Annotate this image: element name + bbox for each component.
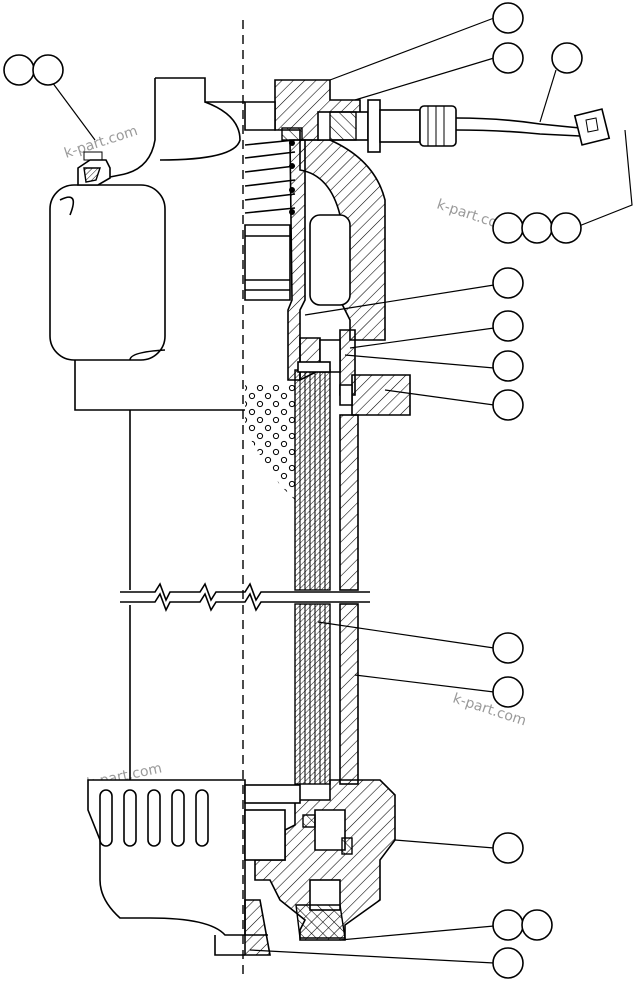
outer-tube bbox=[339, 414, 359, 785]
callout-low-1 bbox=[492, 632, 524, 664]
watermark-1: k-part.com bbox=[62, 123, 139, 162]
callout-bottom-1 bbox=[492, 947, 524, 979]
callout-bottom-pair bbox=[492, 909, 553, 941]
spring-stack bbox=[244, 139, 296, 301]
callout-top-3 bbox=[551, 42, 583, 74]
head-section bbox=[244, 79, 386, 341]
callout-mid-1 bbox=[492, 267, 524, 299]
callout-mid-4 bbox=[492, 389, 524, 421]
break-lines bbox=[120, 582, 370, 612]
bleed-screw bbox=[77, 151, 111, 186]
bottom-section bbox=[244, 779, 396, 956]
callout-top-1 bbox=[492, 2, 524, 34]
callout-top-2 bbox=[492, 42, 524, 74]
piston-rod bbox=[294, 361, 331, 785]
fluid-region bbox=[245, 385, 295, 500]
callout-mid-3 bbox=[492, 350, 524, 382]
callout-low-2 bbox=[492, 676, 524, 708]
head-external-view bbox=[49, 77, 245, 780]
callout-right-triple bbox=[492, 212, 582, 244]
callout-low-3 bbox=[492, 832, 524, 864]
callout-mid-2 bbox=[492, 310, 524, 342]
leader-lines bbox=[51, 17, 633, 964]
bottom-housing-external bbox=[87, 779, 246, 956]
callout-left-pair bbox=[3, 54, 64, 86]
position-sensor bbox=[317, 99, 611, 153]
